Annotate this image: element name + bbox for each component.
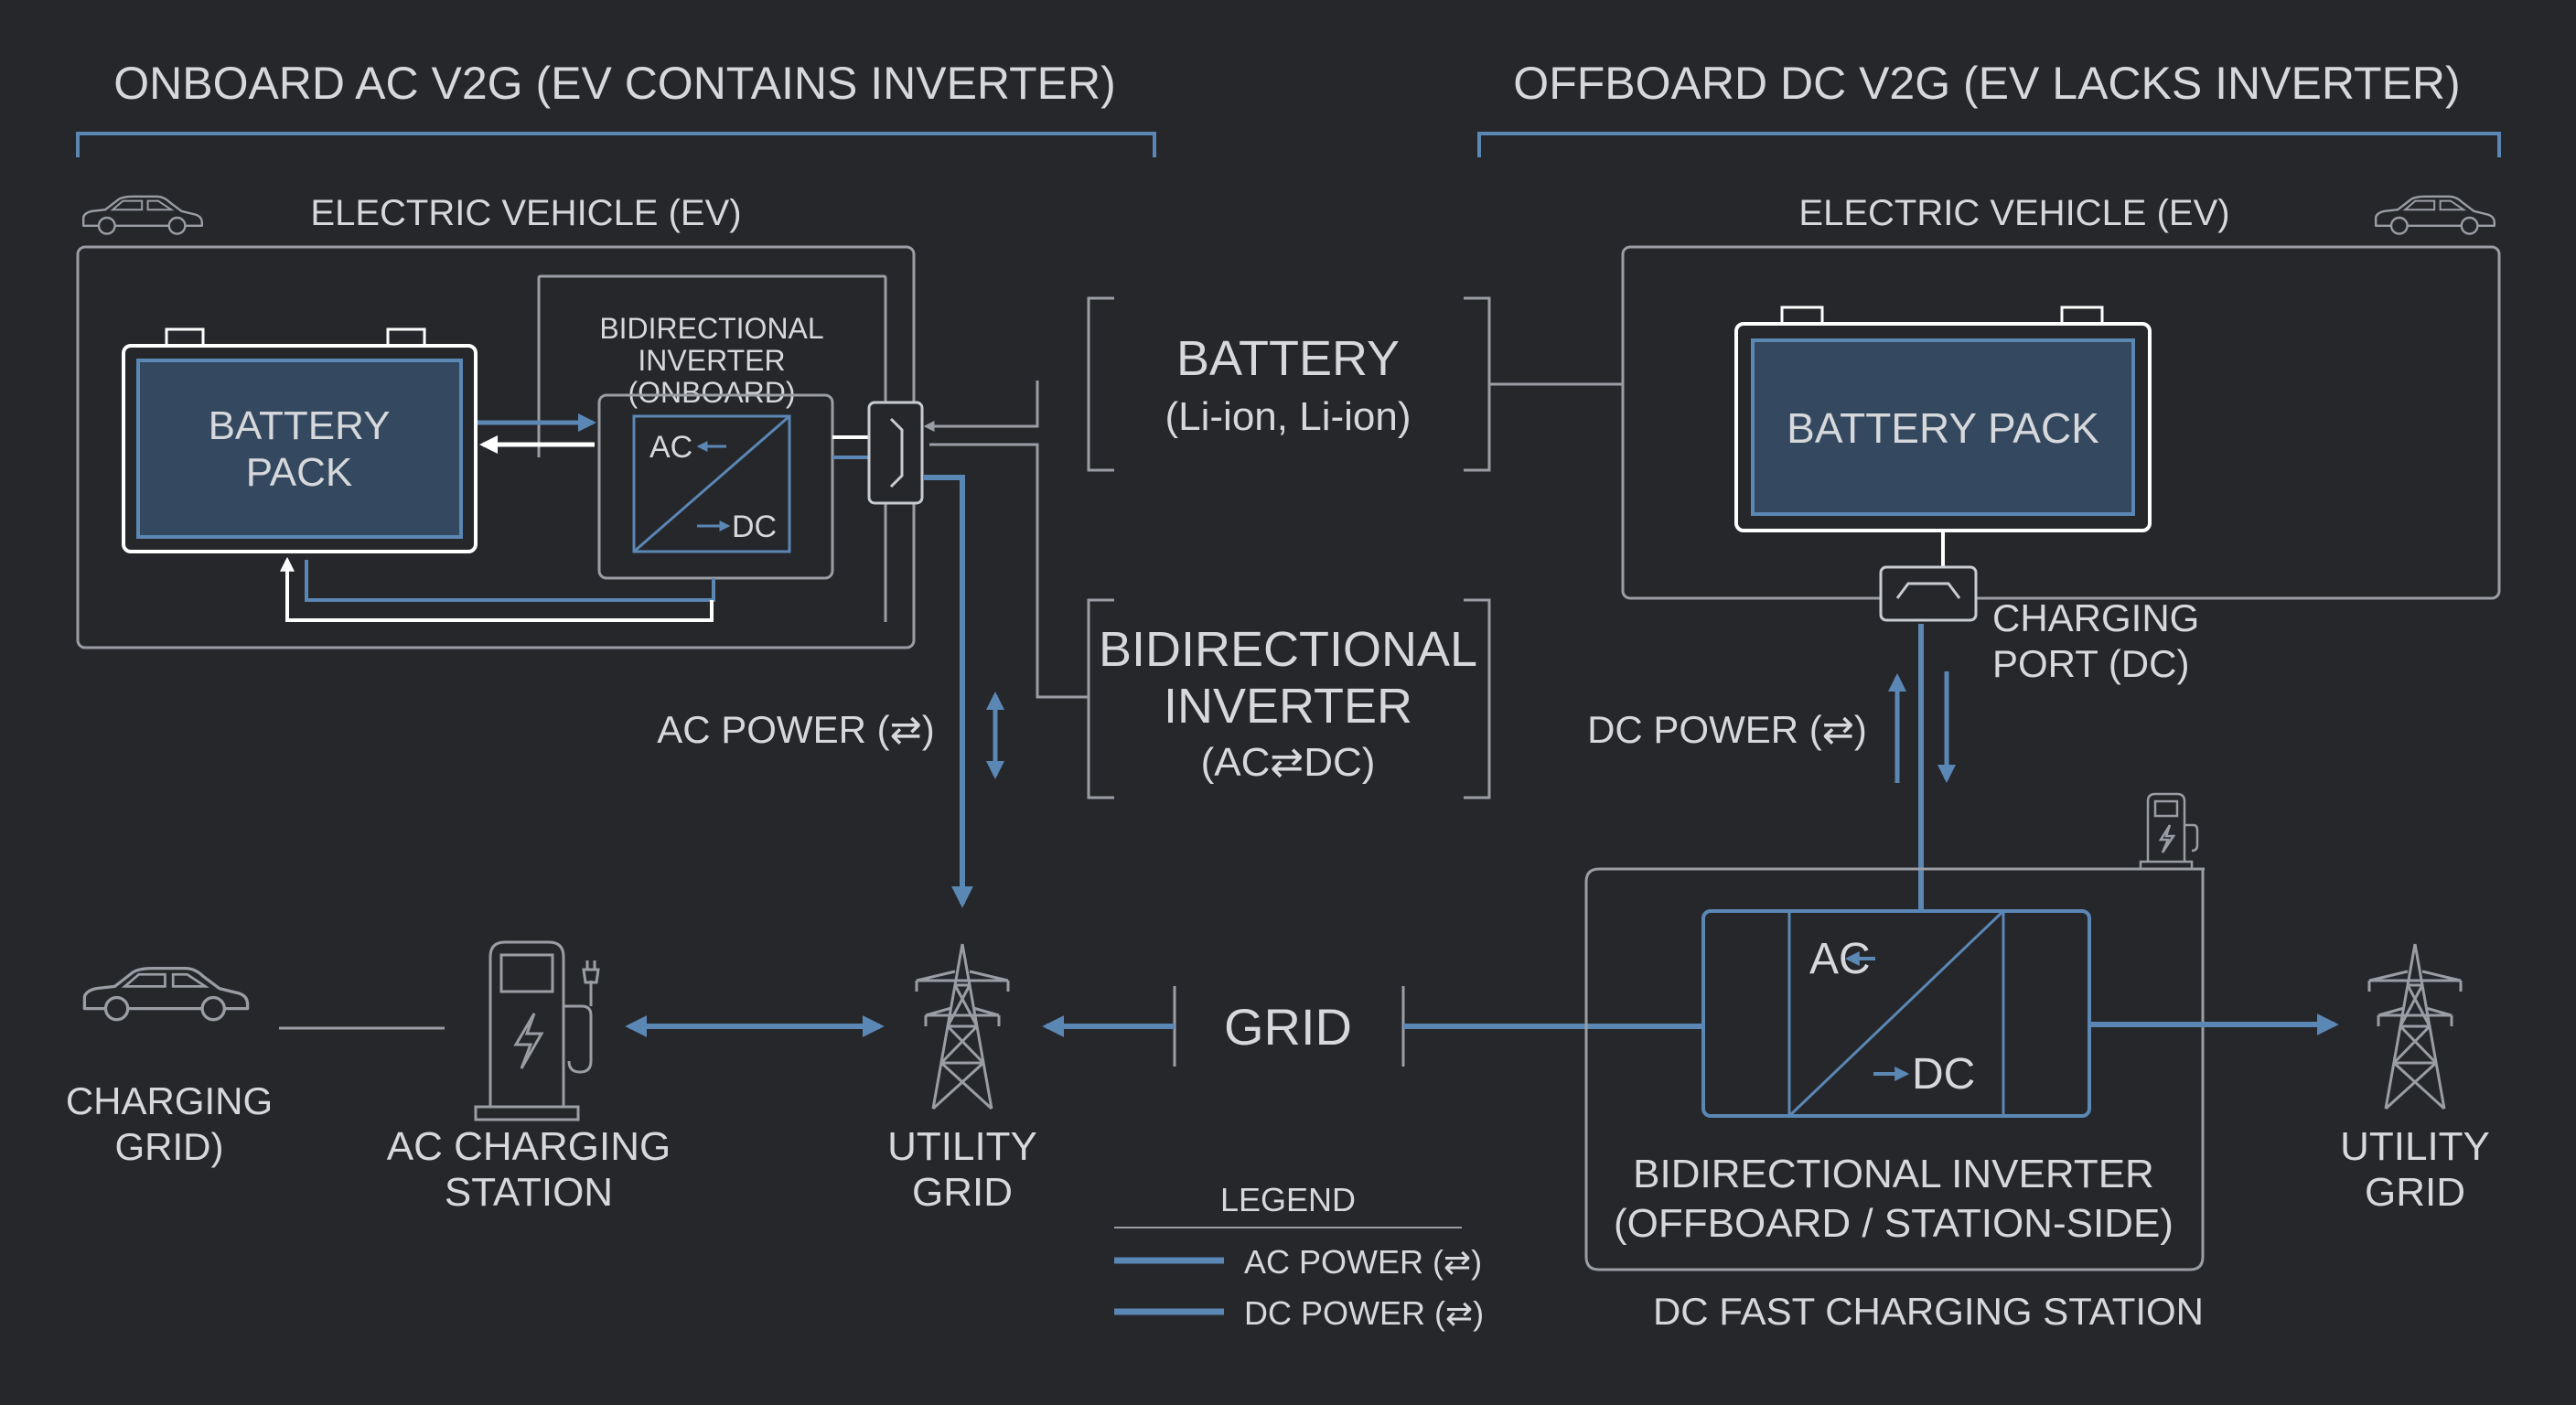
center-inverter-bracket-left bbox=[1087, 598, 1114, 799]
legend-ac-label: AC POWER (⇄) bbox=[1244, 1243, 1482, 1281]
right-charging-port bbox=[1879, 565, 1978, 622]
ac-station-label-2: STATION bbox=[445, 1170, 613, 1215]
left-charging-port-socket bbox=[889, 417, 904, 488]
right-utility-label-2: GRID bbox=[2365, 1170, 2465, 1215]
ac-station-label-1: AC CHARGING bbox=[387, 1124, 671, 1169]
left-ev-car-icon bbox=[81, 195, 204, 235]
left-ev-label: ELECTRIC VEHICLE (EV) bbox=[310, 193, 741, 233]
right-battery-terminal-neg bbox=[1780, 306, 1824, 326]
left-grid-car-icon bbox=[82, 966, 250, 1022]
left-battery-info-connector bbox=[923, 381, 1039, 432]
left-blue-return-loop bbox=[305, 560, 715, 602]
center-inverter-sub: (AC⇄DC) bbox=[1201, 740, 1376, 785]
center-battery-bracket-left bbox=[1087, 296, 1114, 472]
left-inverter-diagonal bbox=[633, 414, 790, 553]
right-ev-label: ELECTRIC VEHICLE (EV) bbox=[1798, 193, 2229, 233]
right-battery-terminal-pos bbox=[2060, 306, 2104, 326]
left-battery-terminal-pos bbox=[386, 327, 426, 348]
left-inverter-housing bbox=[597, 393, 834, 580]
left-white-return-loop bbox=[280, 556, 714, 622]
dc-station-label: DC FAST CHARGING STATION bbox=[1653, 1290, 2204, 1333]
right-battery-fill bbox=[1751, 338, 2135, 516]
right-title-bracket bbox=[1477, 132, 2501, 157]
left-title-bracket bbox=[76, 132, 1156, 157]
left-battery-label-2: PACK bbox=[246, 450, 353, 495]
center-inverter-title-1: BIDIRECTIONAL bbox=[1099, 622, 1477, 677]
dc-station-small-icon bbox=[2139, 792, 2199, 871]
left-charging-port bbox=[867, 401, 924, 505]
legend-title: LEGEND bbox=[1220, 1181, 1356, 1218]
right-utility-label-1: UTILITY bbox=[2340, 1124, 2490, 1169]
right-ev-frame bbox=[1621, 245, 2501, 600]
left-ev-inner-frame bbox=[537, 274, 887, 622]
right-port-label-2: PORT (DC) bbox=[1992, 642, 2189, 685]
left-ac-power-label: AC POWER (⇄) bbox=[657, 708, 935, 751]
left-inverter-label-1: BIDIRECTIONAL bbox=[599, 312, 823, 345]
left-utility-tower-icon bbox=[915, 942, 1010, 1110]
left-battery-label-1: BATTERY bbox=[209, 403, 391, 448]
legend-dc-label: DC POWER (⇄) bbox=[1244, 1294, 1484, 1332]
right-charging-port-socket bbox=[1895, 582, 1961, 599]
left-inverter-ac: AC bbox=[649, 430, 692, 465]
center-battery-title: BATTERY bbox=[1176, 331, 1400, 386]
left-charging-grid-label-2: GRID) bbox=[115, 1125, 224, 1168]
offboard-inverter-label-1: BIDIRECTIONAL INVERTER bbox=[1633, 1152, 2154, 1196]
center-inverter-title-2: INVERTER bbox=[1164, 679, 1412, 734]
left-ac-power-cable bbox=[924, 475, 973, 908]
center-battery-bracket-right bbox=[1464, 296, 1491, 472]
right-battery-label: BATTERY PACK bbox=[1787, 404, 2099, 452]
right-utility-tower-icon bbox=[2367, 942, 2463, 1110]
right-dc-power-label: DC POWER (⇄) bbox=[1587, 708, 1867, 751]
left-inverter-dc: DC bbox=[732, 509, 777, 544]
left-inverter-info-connector bbox=[929, 443, 1089, 699]
right-port-label-1: CHARGING bbox=[1992, 596, 2199, 639]
left-inverter-label-3: (ONBOARD) bbox=[628, 376, 795, 409]
center-inverter-bracket-right bbox=[1464, 598, 1491, 799]
dc-station-frame bbox=[1584, 867, 2205, 1271]
left-inverter-label-2: INVERTER bbox=[638, 344, 785, 377]
ac-charging-station-icon bbox=[474, 940, 600, 1121]
left-panel-title: ONBOARD AC V2G (EV CONTAINS INVERTER) bbox=[113, 58, 1116, 109]
center-grid-label: GRID bbox=[1224, 998, 1352, 1056]
offboard-inverter-dc: DC bbox=[1912, 1050, 1975, 1099]
offboard-inverter-diagonal bbox=[1787, 909, 2005, 1118]
right-ev-car-icon bbox=[2375, 195, 2496, 235]
center-battery-sub: (Li-ion, Li-ion) bbox=[1165, 394, 1411, 439]
left-battery-terminal-neg bbox=[165, 327, 205, 348]
offboard-inverter-label-2: (OFFBOARD / STATION-SIDE) bbox=[1614, 1201, 2174, 1246]
right-panel-title: OFFBOARD DC V2G (EV LACKS INVERTER) bbox=[1513, 58, 2460, 109]
left-battery-fill bbox=[136, 359, 463, 539]
left-utility-label-1: UTILITY bbox=[887, 1124, 1037, 1169]
left-utility-label-2: GRID bbox=[912, 1170, 1013, 1215]
left-charging-grid-label-1: CHARGING bbox=[66, 1079, 273, 1122]
